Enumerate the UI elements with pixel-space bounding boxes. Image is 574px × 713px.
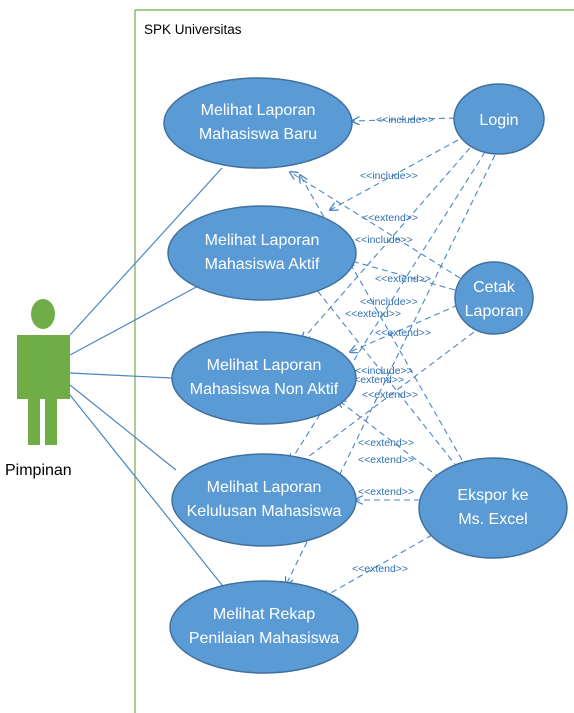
label-extend-cetak-uc3: <<extend>>: [375, 327, 431, 339]
label-extend-ekspor-uc5: <<extend>>: [352, 563, 408, 575]
label-extend-ekspor-uc3b: <<extend>>: [358, 454, 414, 466]
use-case-melihat-laporan-mahasiswa-baru: Melihat Laporan Mahasiswa Baru: [163, 77, 353, 169]
label-extend-ekspor-uc3: <<extend>>: [358, 437, 414, 449]
actor-label: Pimpinan: [5, 462, 72, 479]
system-title: SPK Universitas: [144, 22, 242, 37]
association-uc4: [69, 384, 177, 471]
include-uc3-login: [302, 147, 471, 340]
use-case-login: Login: [453, 83, 545, 155]
use-case-label: Cetak: [473, 279, 516, 296]
use-case-label: Kelulusan Mahasiswa: [187, 503, 342, 520]
use-case-label: Mahasiswa Aktif: [205, 256, 320, 273]
relation-labels: <<include>> <<include>> <<include>> <<in…: [345, 114, 434, 575]
associations: [69, 167, 227, 591]
use-case-melihat-laporan-kelulusan-mahasiswa: Melihat Laporan Kelulusan Mahasiswa: [171, 453, 357, 547]
label-extend-ekspor-uc4: <<extend>>: [358, 486, 414, 498]
use-case-label: Melihat Laporan: [205, 232, 320, 249]
label-extend-ekspor-uc2: <<extend>>: [348, 374, 404, 386]
extend-ekspor-uc3: [338, 400, 441, 479]
extend-cetak-uc1: [290, 172, 461, 279]
label-include-uc5: <<include>>: [355, 365, 413, 377]
association-uc1: [69, 167, 223, 336]
label-extend-cetak-uc1: <<extend>>: [362, 212, 418, 224]
label-extend-ekspor-uc1: <<extend>>: [345, 308, 401, 320]
include-uc2-login: [330, 139, 459, 210]
label-extend-cetak-uc4: <<extend>>: [362, 389, 418, 401]
use-case-label: Mahasiswa Baru: [199, 126, 317, 143]
label-include-uc2: <<include>>: [360, 170, 418, 182]
use-case-label: Melihat Laporan: [201, 102, 316, 119]
label-extend-cetak-uc2: <<extend>>: [375, 273, 431, 285]
use-case-melihat-laporan-mahasiswa-aktif: Melihat Laporan Mahasiswa Aktif: [167, 205, 357, 301]
association-uc2: [69, 284, 201, 356]
association-uc5: [69, 394, 227, 591]
use-case-melihat-rekap-penilaian-mahasiswa: Melihat Rekap Penilaian Mahasiswa: [169, 580, 359, 674]
label-include-uc1: <<include>>: [376, 114, 434, 126]
use-case-ekspor-ke-ms-excel: Ekspor ke Ms. Excel: [418, 457, 568, 559]
use-case-melihat-laporan-mahasiswa-non-aktif: Melihat Laporan Mahasiswa Non Aktif: [171, 331, 357, 425]
system-boundary: SPK Universitas: [134, 9, 574, 713]
actor-figure-icon: [17, 299, 70, 445]
include-uc1-login: [352, 118, 456, 121]
association-uc3: [69, 372, 173, 379]
use-case-label: Melihat Laporan: [207, 479, 322, 496]
dependencies: [286, 118, 496, 598]
use-case-label: Ms. Excel: [458, 511, 527, 528]
use-case-label: Ekspor ke: [457, 487, 528, 504]
extend-cetak-uc4: [296, 325, 483, 466]
use-case-label: Laporan: [465, 303, 524, 320]
label-include-uc4: <<include>>: [360, 296, 418, 308]
actor-pimpinan: Pimpinan: [5, 299, 72, 479]
use-case-label: Mahasiswa Non Aktif: [190, 381, 339, 398]
use-case-label: Penilaian Mahasiswa: [189, 630, 339, 647]
use-case-label: Login: [479, 112, 518, 129]
label-include-uc3: <<include>>: [355, 234, 413, 246]
use-case-cetak-laporan: Cetak Laporan: [454, 261, 534, 335]
extend-ekspor-uc5: [322, 534, 433, 598]
use-case-label: Melihat Rekap: [213, 606, 315, 623]
use-case-label: Melihat Laporan: [207, 357, 322, 374]
extend-cetak-uc2: [348, 260, 456, 291]
extend-ekspor-uc2: [305, 275, 459, 469]
